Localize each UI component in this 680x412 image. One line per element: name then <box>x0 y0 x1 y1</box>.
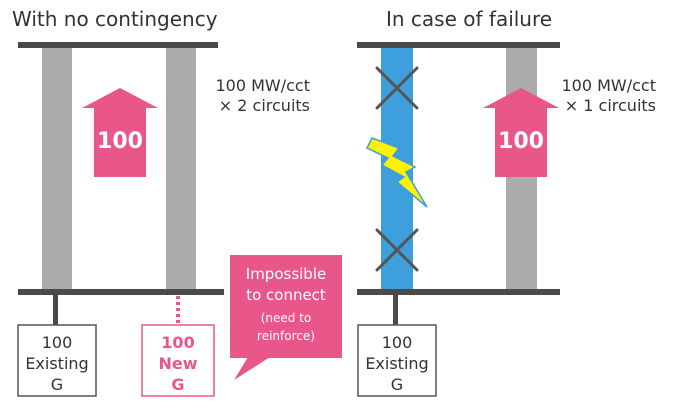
left-new-gen-label: New <box>158 354 197 373</box>
right-flow-value: 100 <box>498 129 544 154</box>
right-flow-up-arrow-icon: 100 <box>483 88 559 177</box>
impossible-callout: Impossible to connect (need to reinforce… <box>230 255 342 380</box>
callout-line4: reinforce) <box>257 329 315 343</box>
fault-x-icon <box>375 66 419 110</box>
left-circuit-1 <box>42 48 72 289</box>
left-existing-gen-box <box>17 324 97 397</box>
right-existing-gen-box <box>357 324 437 397</box>
callout-line3: (need to <box>261 311 312 325</box>
left-rating-line2: × 2 circuits <box>219 96 310 115</box>
callout-line2: to connect <box>246 286 326 304</box>
right-existing-connector <box>393 295 398 325</box>
fault-x-icon <box>375 228 419 272</box>
callout-line1: Impossible <box>246 265 326 283</box>
lightning-bolt-icon <box>365 137 428 208</box>
left-circuit-2 <box>166 48 196 289</box>
right-rating-line1: 100 MW/cct <box>561 76 656 95</box>
left-flow-up-arrow-icon: 100 <box>82 88 158 177</box>
left-panel-title: With no contingency <box>12 7 218 31</box>
left-rating-line1: 100 MW/cct <box>215 76 310 95</box>
left-new-gen-g: G <box>171 375 184 394</box>
right-rating-line2: × 1 circuits <box>565 96 656 115</box>
left-flow-value: 100 <box>97 129 143 154</box>
right-existing-gen-label: Existing <box>365 354 428 373</box>
left-top-bus <box>18 42 218 48</box>
right-top-bus <box>357 42 560 48</box>
right-panel-title: In case of failure <box>386 7 552 31</box>
left-existing-gen-value: 100 <box>42 333 73 352</box>
left-new-gen-value: 100 <box>161 333 194 352</box>
right-bottom-bus <box>357 289 560 295</box>
left-new-gen-box <box>141 324 215 397</box>
right-existing-gen-value: 100 <box>382 333 413 352</box>
left-existing-connector <box>53 295 58 325</box>
right-existing-gen-g: G <box>391 375 403 394</box>
left-existing-gen-g: G <box>51 375 63 394</box>
left-existing-gen-label: Existing <box>25 354 88 373</box>
left-bottom-bus <box>18 289 224 295</box>
